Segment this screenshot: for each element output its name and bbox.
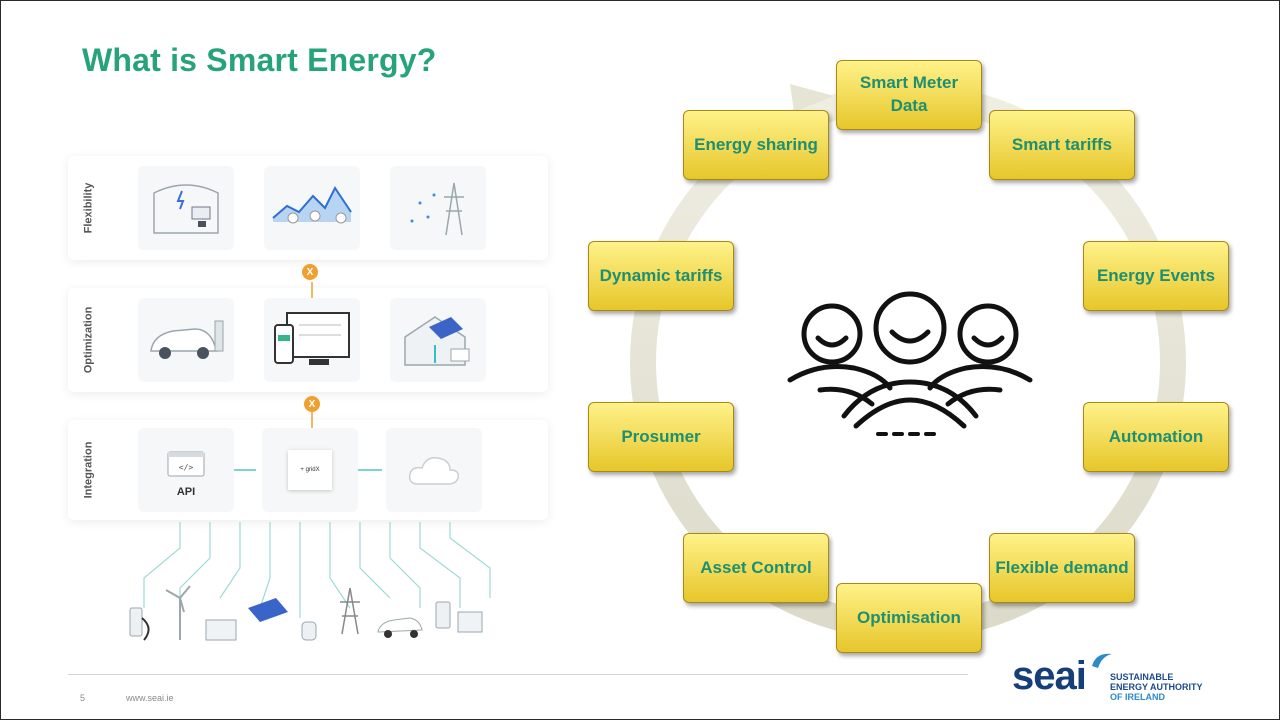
solar-house-icon <box>390 298 486 382</box>
charger-icon <box>129 607 150 641</box>
node-energy-sharing: Energy sharing <box>683 110 829 180</box>
power-pylon-icon <box>390 166 486 250</box>
api-label: API <box>176 486 196 498</box>
ev-charging-icon <box>138 298 234 382</box>
slide-title: What is Smart Energy? <box>82 42 437 78</box>
node-automation: Automation <box>1083 402 1229 472</box>
logo-line-2: ENERGY AUTHORITY <box>1110 682 1203 692</box>
office-building-icon <box>138 166 234 250</box>
node-asset-control: Asset Control <box>683 533 829 603</box>
wind-turbine-icon <box>165 585 191 640</box>
node-prosumer: Prosumer <box>588 402 734 472</box>
dashboard-app-icon <box>264 298 360 382</box>
solar-panel-icon <box>248 598 288 622</box>
community-icon <box>787 291 1033 436</box>
page-number: 5 <box>80 693 86 703</box>
battery-icon <box>205 619 237 641</box>
cycle-arrowhead <box>790 84 834 112</box>
car-icon <box>377 617 423 638</box>
smart-energy-graphic: Flexibility <box>60 138 572 658</box>
seai-logo: seai SUSTAINABLE ENERGY AUTHORITY OF IRE… <box>1012 650 1212 710</box>
flexibility-row: Flexibility <box>68 156 548 260</box>
logo-word: seai <box>1012 654 1087 698</box>
code-icon: </> <box>167 451 205 477</box>
api-tile: </> API <box>138 428 234 512</box>
connector-badge: X <box>302 264 318 280</box>
optimization-row: Optimization <box>68 288 548 392</box>
node-flexible-demand: Flexible demand <box>989 533 1135 603</box>
gridx-box: + gridX <box>288 450 332 490</box>
node-smart-meter-data: Smart Meter Data <box>836 60 982 130</box>
wallbox-icon <box>435 601 483 633</box>
heat-pump-icon <box>301 621 317 641</box>
node-optimisation: Optimisation <box>836 583 982 653</box>
footer-divider <box>68 674 968 675</box>
logo-line-1: SUSTAINABLE <box>1110 672 1174 682</box>
mountain-chart-icon <box>264 166 360 250</box>
logo-swoosh-icon <box>1092 653 1112 668</box>
svg-text:</>: </> <box>179 463 194 472</box>
cloud-icon <box>386 428 482 512</box>
node-smart-tariffs: Smart tariffs <box>989 110 1135 180</box>
integration-row: Integration </> API + gridX <box>68 420 548 520</box>
device-row <box>129 585 483 641</box>
node-dynamic-tariffs: Dynamic tariffs <box>588 241 734 311</box>
logo-line-3: OF IRELAND <box>1110 692 1165 702</box>
pylon-icon <box>340 587 360 635</box>
footer-url: www.seai.ie <box>126 693 174 703</box>
gridx-hub-tile: + gridX <box>262 428 358 512</box>
connector-badge: X <box>304 396 320 412</box>
node-energy-events: Energy Events <box>1083 241 1229 311</box>
